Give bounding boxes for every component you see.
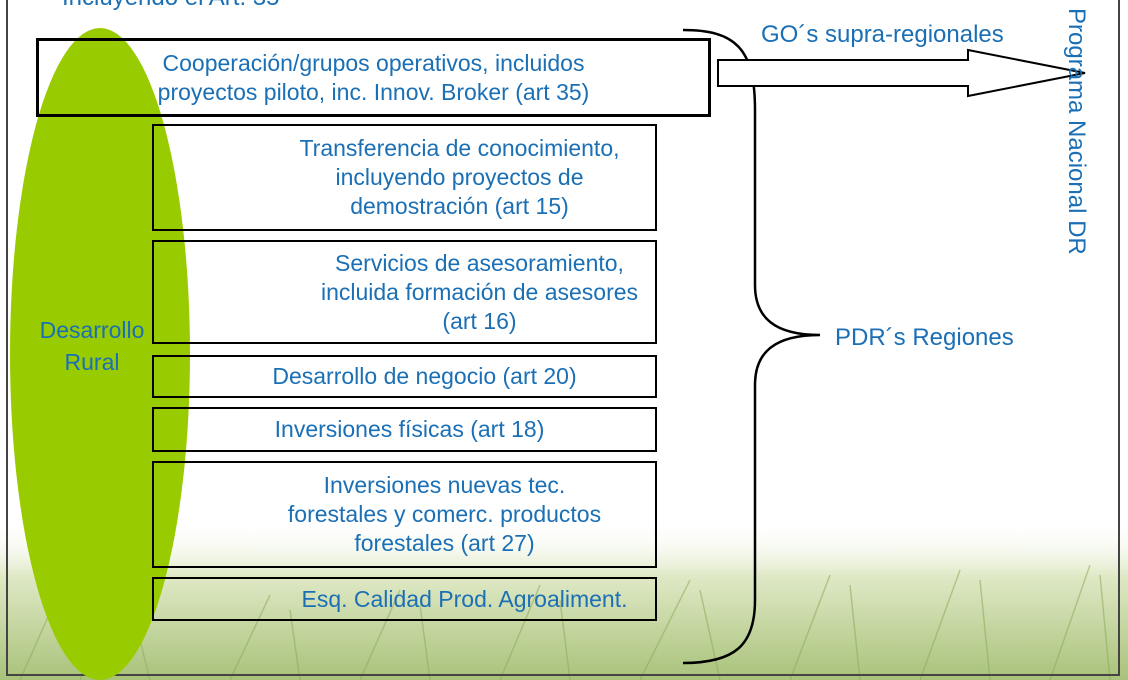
box-transferencia-line1: Transferencia de conocimiento, xyxy=(299,135,620,161)
programa-nacional-label: Programa Nacional DR xyxy=(1063,8,1090,255)
pdr-regiones-label: PDR´s Regiones xyxy=(835,324,1014,351)
box-inversiones-fisicas-line1: Inversiones físicas (art 18) xyxy=(274,416,545,442)
grass-background xyxy=(0,520,1128,680)
go-supra-regionales-label: GO´s supra-regionales xyxy=(761,21,1004,48)
ellipse-label-line1: Desarrollo xyxy=(39,317,145,343)
desarrollo-rural-ellipse xyxy=(10,28,190,680)
box-cooperacion-line2: proyectos piloto, inc. Innov. Broker (ar… xyxy=(157,78,590,105)
header-fragment: Incluyendo el Art. 35 xyxy=(62,0,279,12)
box-servicios-line3: (art 16) xyxy=(442,307,517,334)
box-negocio-line1: Desarrollo de negocio (art 20) xyxy=(272,363,577,389)
box-inversiones-forestales-line3: forestales (art 27) xyxy=(354,530,535,556)
ellipse-label: Desarrollo Rural xyxy=(22,316,162,376)
box-inversiones-forestales-line2: forestales y comerc. productos xyxy=(287,501,602,527)
box-calidad: Esq. Calidad Prod. Agroaliment. xyxy=(152,577,657,621)
box-servicios-line1: Servicios de asesoramiento, xyxy=(335,249,624,276)
ellipse-label-line2: Rural xyxy=(64,349,120,375)
box-transferencia: Transferencia de conocimiento, incluyend… xyxy=(152,124,657,231)
box-servicios: Servicios de asesoramiento, incluida for… xyxy=(152,240,657,344)
slide-frame xyxy=(6,0,1120,676)
arrow-to-programa xyxy=(717,48,1086,98)
box-cooperacion: Cooperación/grupos operativos, incluidos… xyxy=(36,38,711,117)
box-calidad-line1: Esq. Calidad Prod. Agroaliment. xyxy=(301,585,628,612)
box-transferencia-line3: demostración (art 15) xyxy=(350,193,569,219)
box-cooperacion-line1: Cooperación/grupos operativos, incluidos xyxy=(162,49,585,76)
box-transferencia-line2: incluyendo proyectos de xyxy=(335,164,584,190)
curly-brace xyxy=(682,28,821,665)
box-inversiones-forestales: Inversiones nuevas tec. forestales y com… xyxy=(152,461,657,568)
box-inversiones-forestales-line1: Inversiones nuevas tec. xyxy=(323,472,566,498)
box-inversiones-fisicas: Inversiones físicas (art 18) xyxy=(152,407,657,452)
box-negocio: Desarrollo de negocio (art 20) xyxy=(152,355,657,398)
box-servicios-line2: incluida formación de asesores xyxy=(320,278,639,305)
